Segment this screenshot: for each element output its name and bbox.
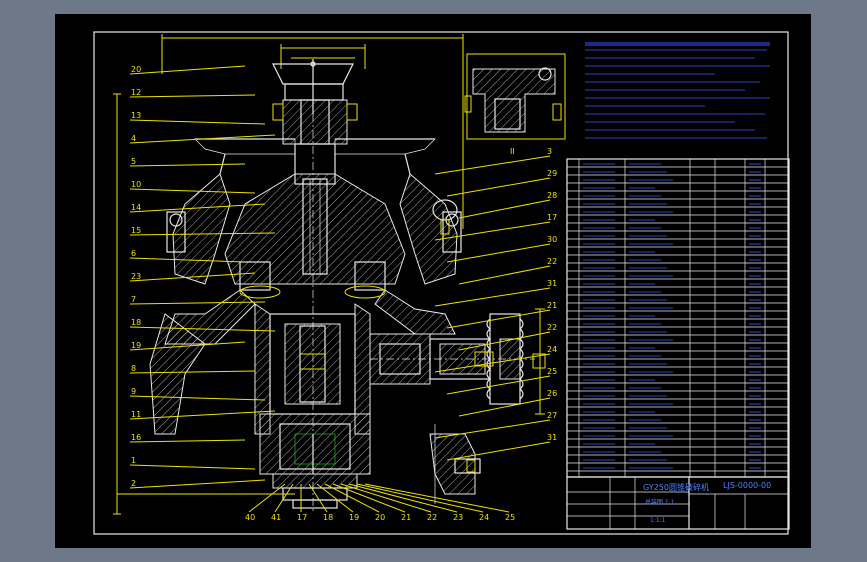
leader-label-left: 15	[131, 226, 141, 235]
leader-label-bottom: 20	[375, 513, 385, 522]
leader-label-right: 25	[547, 367, 557, 376]
leader-label-left: 20	[131, 65, 141, 74]
leader-label-bottom: 17	[297, 513, 307, 522]
leader-label-bottom: 23	[453, 513, 463, 522]
leader-label-left: 2	[131, 479, 136, 488]
parts-list-table	[566, 158, 790, 478]
leader-label-left: 10	[131, 180, 141, 189]
leader-label-right: 26	[547, 389, 557, 398]
leader-label-right: 3	[547, 147, 552, 156]
leader-label-bottom: 40	[245, 513, 255, 522]
leader-label-left: 5	[131, 157, 136, 166]
leader-labels-bottom: 40 41 17 18 19 20 21 22 23 24 25	[245, 483, 515, 522]
leader-label-left: 12	[131, 88, 141, 97]
right-dimension	[532, 308, 546, 415]
leader-label-left: 18	[131, 318, 141, 327]
leader-label-bottom: 19	[349, 513, 359, 522]
leader-label-left: 8	[131, 364, 136, 373]
title-block-scale: 1:1:1	[650, 517, 666, 524]
technical-notes	[585, 42, 770, 139]
base-assembly	[259, 413, 371, 509]
detail-view: II	[464, 53, 566, 156]
leader-label-left: 11	[131, 410, 141, 419]
leader-label-bottom: 24	[479, 513, 489, 522]
leader-label-right: 21	[547, 301, 557, 310]
leader-label-left: 7	[131, 295, 136, 304]
drawing-svg: II	[93, 31, 790, 535]
title-block-sub: 总装图 1:1	[645, 498, 675, 506]
leader-label-right: 31	[547, 279, 557, 288]
leader-label-bottom: 41	[271, 513, 281, 522]
top-dimensions	[161, 34, 464, 229]
detail-label: II	[510, 147, 515, 156]
leader-label-right: 17	[547, 213, 557, 222]
leader-label-left: 14	[131, 203, 141, 212]
title-block: GY250圆锥破碎机 LJS-0000-00 总装图 1:1 1:1:1	[566, 476, 790, 530]
leader-label-left: 1	[131, 456, 136, 465]
leader-label-bottom: 21	[401, 513, 411, 522]
leader-label-left: 23	[131, 272, 141, 281]
mantle-cone	[224, 173, 406, 285]
leader-label-left: 16	[131, 433, 141, 442]
leader-label-right: 30	[547, 235, 557, 244]
leader-label-right: 22	[547, 323, 557, 332]
leader-label-right: 29	[547, 169, 557, 178]
leader-label-right: 24	[547, 345, 557, 354]
leader-label-right: 22	[547, 257, 557, 266]
leader-label-right: 27	[547, 411, 557, 420]
leader-labels-right: 3 29 28 17 30 22 31 21 22 24 25 26 27 31	[434, 147, 557, 461]
leader-label-left: 13	[131, 111, 141, 120]
drawing-frame	[93, 31, 789, 535]
title-block-name: GY250圆锥破碎机	[643, 482, 709, 492]
leader-label-left: 19	[131, 341, 141, 350]
left-dimension	[113, 93, 295, 515]
lower-frame	[149, 303, 371, 435]
leader-label-bottom: 25	[505, 513, 515, 522]
cad-canvas[interactable]: II	[55, 14, 811, 548]
feed-plate	[194, 138, 436, 175]
leader-label-bottom: 18	[323, 513, 333, 522]
leader-label-left: 4	[131, 134, 136, 143]
leader-label-right: 28	[547, 191, 557, 200]
leader-label-left: 6	[131, 249, 136, 258]
leader-label-right: 31	[547, 433, 557, 442]
leader-label-left: 9	[131, 387, 136, 396]
title-block-code: LJS-0000-00	[723, 481, 771, 490]
detail-view-lower	[429, 424, 481, 504]
leader-label-bottom: 22	[427, 513, 437, 522]
